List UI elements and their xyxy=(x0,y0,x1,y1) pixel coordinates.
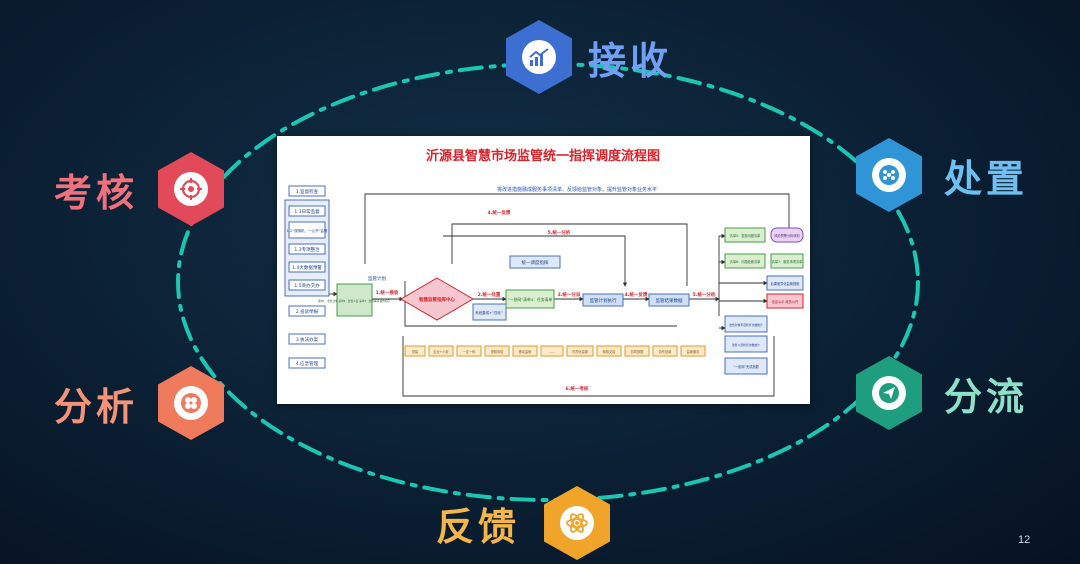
cycle-node-feedback: 反馈 xyxy=(436,486,611,560)
command-center: 智慧监管指挥中心 xyxy=(419,296,455,303)
right-item: 清单5：发现问题清单 xyxy=(730,233,762,238)
right-item: 监管人员检查次数统计 xyxy=(732,343,760,347)
left-item: 1.监督检查 xyxy=(296,188,319,195)
results-data: 监管结果数据 xyxy=(656,297,683,304)
left-item: 1.2“双随机、一公开”监管 xyxy=(287,228,328,233)
bottom-item: 可视化监管 xyxy=(572,349,588,354)
bottom-item: 协作处置 xyxy=(659,349,672,354)
hexagon xyxy=(856,138,922,212)
left-item: 3.执法办案 xyxy=(296,336,319,343)
left-item: 1.5商办交办 xyxy=(294,282,320,289)
target-icon xyxy=(174,172,209,206)
hexagon xyxy=(856,356,922,430)
right-items: 清单5：发现问题清单 风险预警分析研判 清单6：问题处置清单 清单7：服务事项清… xyxy=(724,227,804,375)
flowchart-image: .t { font-family:"DejaVu Sans", sans-ser… xyxy=(277,136,810,404)
plan-exec: 监管计划执行 xyxy=(590,297,617,304)
bottom-item: 企业+小老 xyxy=(433,349,449,354)
plan-label: 监管计划 xyxy=(368,275,386,282)
bottom-item: 党建 xyxy=(412,349,419,354)
node-label-dispose: 处置 xyxy=(944,156,1029,201)
bottom-item: 监管服务 xyxy=(687,349,701,354)
page-number: 12 xyxy=(1018,534,1031,546)
step-6: 6.统一考核 xyxy=(566,385,589,392)
step-2: 2.统一处置 xyxy=(478,291,501,298)
dots-circle-icon xyxy=(872,158,906,192)
step-3: 3.统一分派 xyxy=(558,291,581,298)
lists-box: 清单1：监管对象 清单2：监管人员 清单3：监管事项 操作指引 xyxy=(318,299,391,303)
left-item: 1.3专项整治 xyxy=(294,246,320,253)
right-item: 清单6：问题处置清单 xyxy=(730,259,762,264)
right-item: 清单7：服务事项清单 xyxy=(772,259,804,264)
cycle-node-analyze: 分析 xyxy=(54,366,225,440)
right-item: 监管对象年度检查次数统计 xyxy=(729,323,763,327)
right-item: “一张网”完成指数 xyxy=(733,364,759,369)
bottom-item: 一企一码 xyxy=(463,349,476,354)
bottom-item: …… xyxy=(549,350,555,354)
left-items: 1.监督检查 1.1日常监督 1.2“双随机、一公开”监管 1.3专项整治 1.… xyxy=(284,185,330,369)
left-item: 1.1日常监督 xyxy=(294,208,320,215)
left-item: 4.应急管理 xyxy=(296,360,319,367)
bottom-item: 视频风险 xyxy=(491,349,505,354)
node-label-feedback: 反馈 xyxy=(436,504,521,549)
step-5-top: 5.统一分析 xyxy=(548,229,571,236)
flowchart-title: 沂源县智慧市场监管统一指挥调度流程图 xyxy=(426,148,660,164)
hexagon xyxy=(158,366,225,440)
cycle-node-receive: 接收 xyxy=(506,20,672,94)
clover-icon xyxy=(174,386,209,420)
bottom-item: 协同数据 xyxy=(631,349,645,354)
bottom-item: 网络交易 xyxy=(603,349,616,354)
node-label-analyze: 分析 xyxy=(54,384,139,429)
node-label-divert: 分流 xyxy=(944,374,1029,419)
task-list: “一张网”清单4：任务清单 xyxy=(508,297,553,302)
hexagon xyxy=(158,152,225,226)
step-4-feedback: 4.统一反馈 xyxy=(625,291,648,298)
integration-box: 系统集成+“四化” xyxy=(475,310,503,315)
right-item: 后果差异化监管措施 xyxy=(771,281,800,286)
cycle-node-divert: 分流 xyxy=(856,356,1028,430)
cycle-node-assess: 考核 xyxy=(54,152,225,226)
atom-icon xyxy=(560,506,595,540)
node-label-receive: 接收 xyxy=(588,38,673,83)
paper-plane-icon xyxy=(872,376,906,410)
bottom-item: 移动监管 xyxy=(519,349,532,354)
hexagon xyxy=(506,20,572,94)
left-item: 2.投诉举报 xyxy=(296,308,319,315)
hexagon xyxy=(544,486,611,560)
right-item: 信息公示 政务公开 xyxy=(772,299,799,304)
chart-trend-icon xyxy=(522,40,556,74)
bottom-items: 党建 企业+小老 一企一码 视频风险 移动监管 …… 可视化监管 网络交易 协同… xyxy=(404,345,706,357)
left-item: 1.4大数据预警 xyxy=(292,264,322,271)
step-5: 5.统一分析 xyxy=(693,291,716,298)
cycle-node-dispose: 处置 xyxy=(856,138,1028,212)
node-label-assess: 考核 xyxy=(54,170,139,215)
step-4-top: 4.统一反馈 xyxy=(488,209,511,216)
flowchart-subtitle: 将改进措施融成服务事项清单、反馈给监管对象，提升监管对象业务水平 xyxy=(497,186,657,193)
right-item: 风险预警分析研判 xyxy=(774,233,800,238)
step-1: 1.统一接收 xyxy=(376,289,399,296)
unified-scheduling: 统一调度指挥 xyxy=(522,259,549,266)
